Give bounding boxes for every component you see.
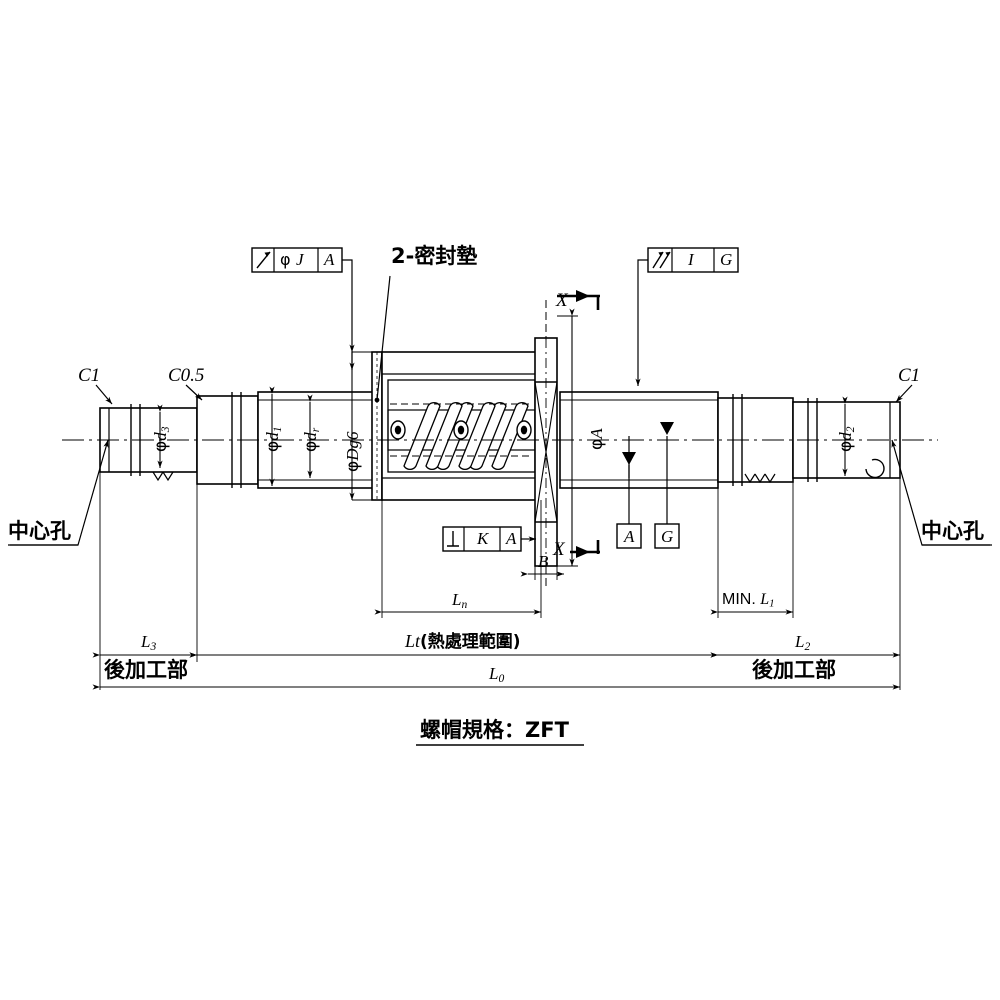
- dim-chain-L3: [92, 472, 197, 690]
- dim-Dg6: [349, 344, 380, 501]
- datum-box-G: [654, 422, 680, 549]
- diameter-label-d3: φd3: [151, 426, 172, 453]
- dim-chain-Ln: [374, 500, 542, 618]
- post-machining-label-left: 後加工部: [104, 658, 188, 682]
- leader-seal-pad: [374, 275, 391, 403]
- dim-chain-L2: [710, 478, 901, 690]
- frame-tolerance-I: I: [688, 250, 694, 269]
- dim-label-Ln: Ln: [452, 590, 468, 611]
- dim-chain-L1: [710, 478, 794, 618]
- dim-chain-B: [520, 560, 564, 580]
- diameter-label-dr: φdr: [301, 427, 322, 452]
- center-hole-label-left: 中心孔: [8, 519, 71, 543]
- surface-finish-mark-right: [744, 473, 776, 484]
- dim-label-L3: L3: [141, 632, 157, 653]
- frame-datum-A-2: A: [506, 529, 517, 548]
- frame-tolerance-K: K: [477, 529, 489, 548]
- feature-frame-perpendicularity-K-A: [442, 526, 536, 552]
- dim-chain-Lt: [189, 484, 718, 662]
- frame-tolerance-J: J: [296, 250, 304, 269]
- section-letter-x-top: X: [556, 290, 568, 311]
- center-hole-label-right: 中心孔: [921, 519, 984, 543]
- chamfer-label-right-end: C1: [898, 365, 921, 386]
- frame-datum-G-1: G: [720, 250, 733, 269]
- datum-box-A: [616, 436, 642, 549]
- leader-c1-left: [95, 384, 113, 405]
- frame-datum-A-1: A: [324, 250, 335, 269]
- datum-letter-A: A: [624, 527, 635, 546]
- datum-letter-G: G: [661, 527, 674, 546]
- section-mark-x-top: [545, 290, 600, 340]
- dim-label-L1: MIN. L1: [722, 591, 775, 610]
- chamfer-label-left-end: C1: [78, 365, 101, 386]
- ball-bearings: [390, 420, 532, 440]
- diameter-label-Dg6: φDg6: [343, 431, 363, 473]
- section-mark-x-bottom: [545, 540, 600, 590]
- dim-label-L2: L2: [795, 632, 811, 653]
- feature-frame-total-runout-I-G: [635, 247, 739, 386]
- dim-label-Lt: Lt(熱處理範圍): [405, 631, 521, 652]
- diameter-label-d1: φd1: [263, 426, 284, 453]
- leader-c05: [185, 384, 203, 401]
- diameter-label-d2: φd2: [836, 426, 857, 453]
- seal-pad-label: 2-密封墊: [391, 244, 478, 268]
- dim-A: [557, 308, 578, 567]
- dim-label-L0: L0: [489, 664, 505, 685]
- ball-nut-assembly: [371, 337, 558, 567]
- section-letter-x-bottom: X: [553, 539, 565, 560]
- diameter-label-A: φA: [587, 428, 607, 450]
- surface-finish-mark-left: [152, 471, 174, 482]
- feature-frame-runout-J-A: [251, 247, 355, 370]
- chamfer-label-left-step: C0.5: [168, 365, 205, 386]
- post-machining-label-right: 後加工部: [752, 658, 836, 682]
- leader-c1-right: [895, 384, 913, 403]
- dim-label-B: B: [538, 552, 549, 571]
- nut-spec-title: 螺帽規格：ZFT: [420, 718, 569, 742]
- frame-symbol-phi-J: φ: [280, 250, 291, 269]
